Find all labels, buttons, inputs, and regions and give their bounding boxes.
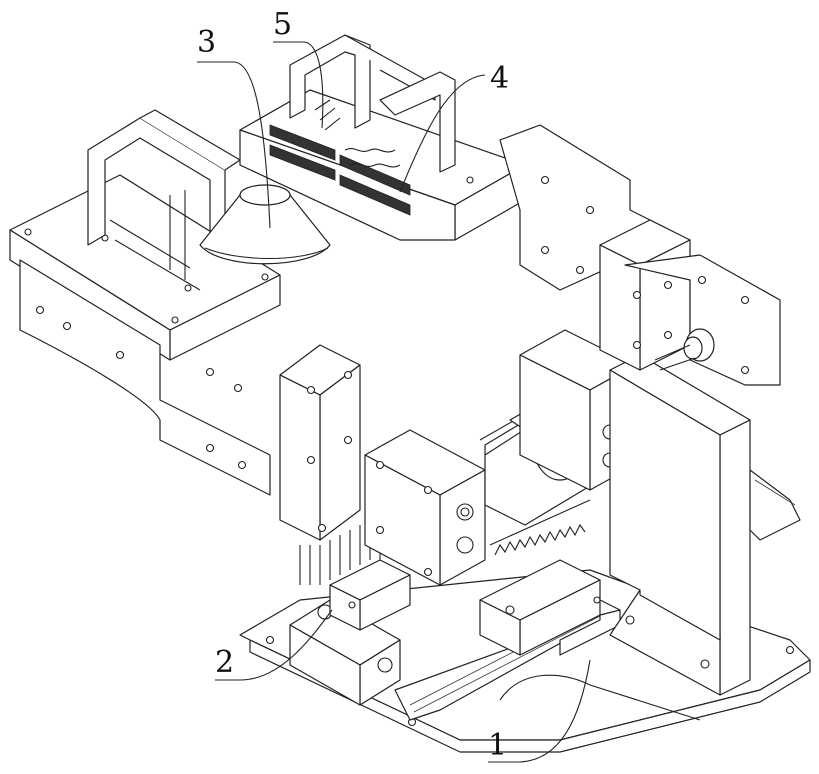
label-2: 2: [215, 645, 234, 680]
label-5: 5: [273, 7, 292, 42]
back-right-frame: [499, 124, 781, 386]
label-1: 1: [488, 728, 507, 763]
label-3: 3: [197, 25, 216, 60]
slider-blocks: [329, 559, 601, 656]
right-bracket: [609, 354, 801, 696]
top-clamp-head: [239, 34, 526, 241]
label-4: 4: [490, 61, 509, 96]
reference-labels: 1 2 3 4 5: [197, 7, 591, 763]
comb-gripper: [269, 99, 411, 216]
conical-workpiece: [199, 184, 331, 265]
left-upright: [279, 344, 381, 585]
left-clamp-head: [9, 109, 281, 496]
cylinder-actuator: [364, 329, 636, 586]
